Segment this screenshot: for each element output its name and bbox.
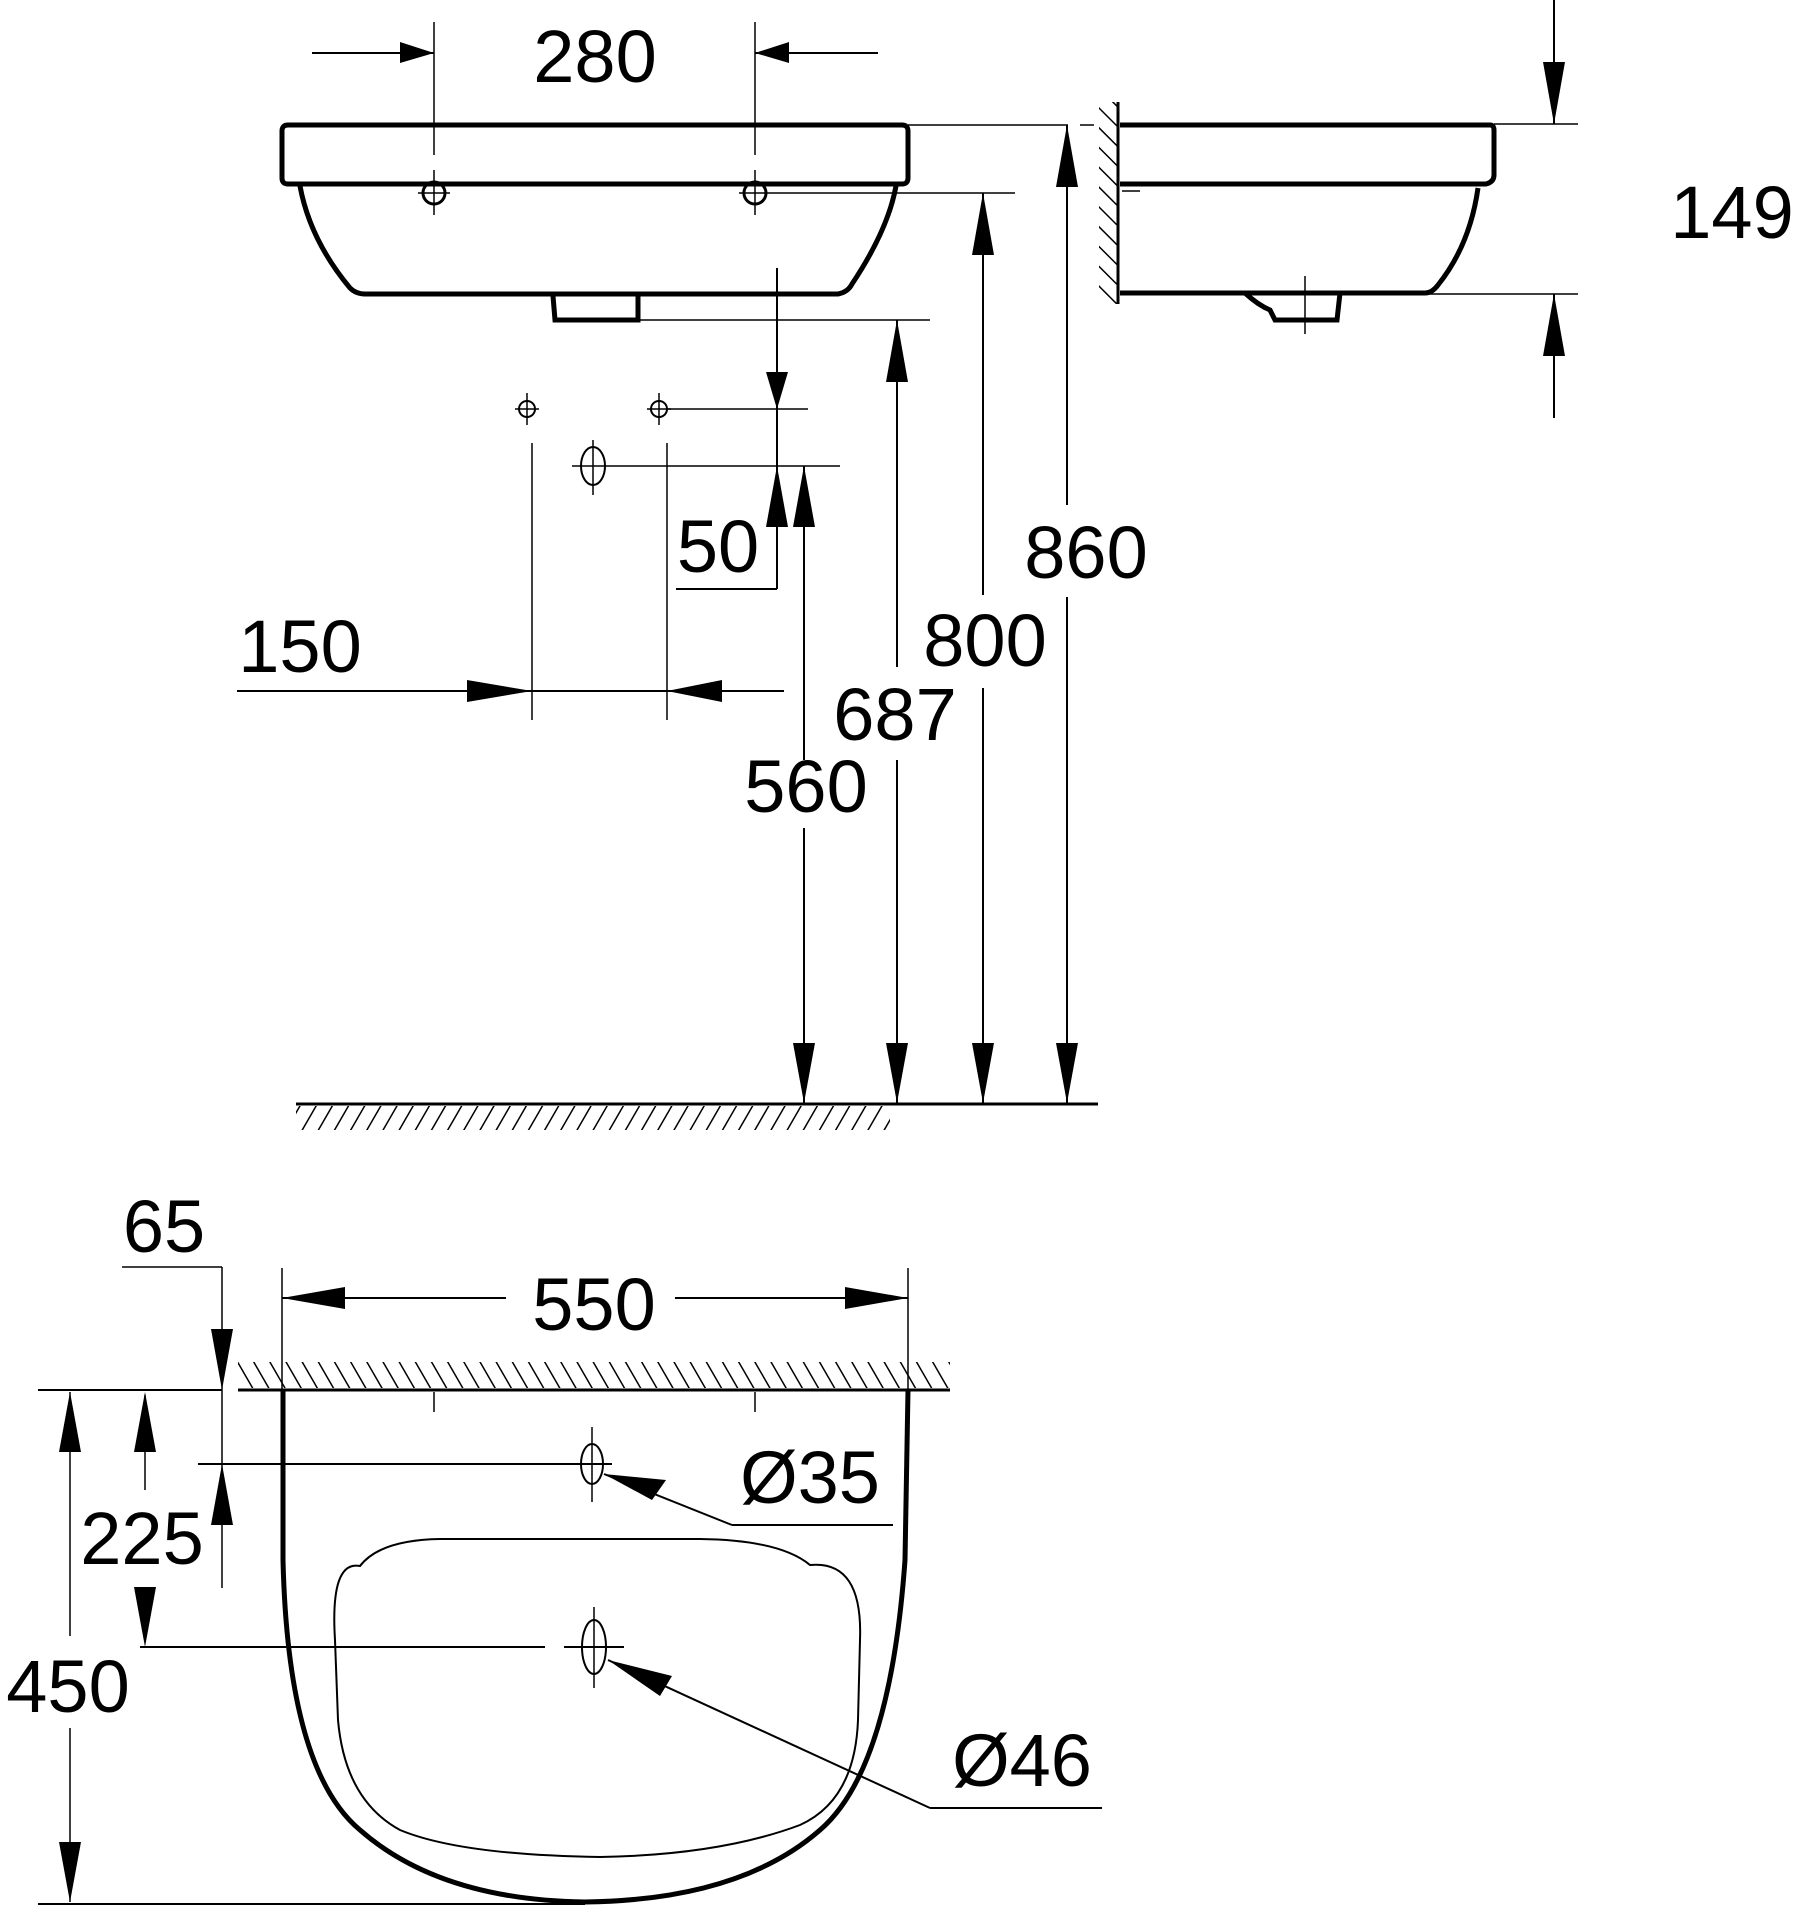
top-wall-hatch	[238, 1362, 950, 1392]
dim-label-280: 280	[533, 15, 656, 98]
dim-label-50: 50	[677, 505, 759, 588]
drain-top	[140, 1607, 624, 1688]
dim-label-560: 560	[744, 745, 867, 828]
dim-450: 450	[6, 1392, 585, 1905]
front-view: 280 50	[237, 15, 1148, 1130]
dim-label-450: 450	[6, 1645, 129, 1728]
dim-label-diameter-35: Ø35	[740, 1436, 880, 1519]
dim-225: 225	[80, 1392, 204, 1647]
dim-label-65: 65	[123, 1185, 205, 1268]
dim-label-800: 800	[923, 599, 1046, 682]
supply-point-right	[647, 393, 808, 720]
basin-front-outline	[279, 122, 930, 323]
tap-hole-left	[418, 170, 450, 215]
dim-560: 560	[744, 466, 868, 1103]
dim-65: 65	[122, 1185, 233, 1588]
dim-280: 280	[312, 15, 878, 155]
side-view: 149	[1080, 0, 1794, 418]
dim-label-diameter-46: Ø46	[952, 1719, 1092, 1802]
dim-label-550: 550	[532, 1263, 655, 1346]
dim-label-860: 860	[1024, 511, 1147, 594]
dim-label-225: 225	[80, 1497, 203, 1580]
tap-hole-right	[739, 170, 1015, 215]
tap-hole-top	[198, 1427, 612, 1502]
top-view: 550 65 225 450	[6, 1185, 1102, 1905]
dim-687: 687	[833, 320, 957, 1103]
dim-50: 50	[676, 268, 788, 590]
basin-side-outline	[1120, 122, 1497, 334]
dim-800: 800	[923, 193, 1047, 1103]
basin-top-outline	[280, 1389, 911, 1905]
wall-hatch	[1099, 102, 1120, 304]
dim-label-687: 687	[833, 673, 956, 756]
dim-149: 149	[1428, 0, 1794, 418]
leader-diameter-35: Ø35	[603, 1436, 893, 1526]
dim-150: 150	[237, 605, 784, 702]
floor-line	[296, 1102, 1098, 1130]
dim-label-150: 150	[238, 605, 361, 688]
dim-860: 860	[908, 124, 1148, 1103]
drain-point	[572, 440, 840, 495]
leader-diameter-46: Ø46	[607, 1659, 1102, 1809]
dim-label-149: 149	[1670, 171, 1793, 254]
dim-550: 550	[281, 1263, 909, 1390]
supply-point-left	[515, 393, 539, 720]
